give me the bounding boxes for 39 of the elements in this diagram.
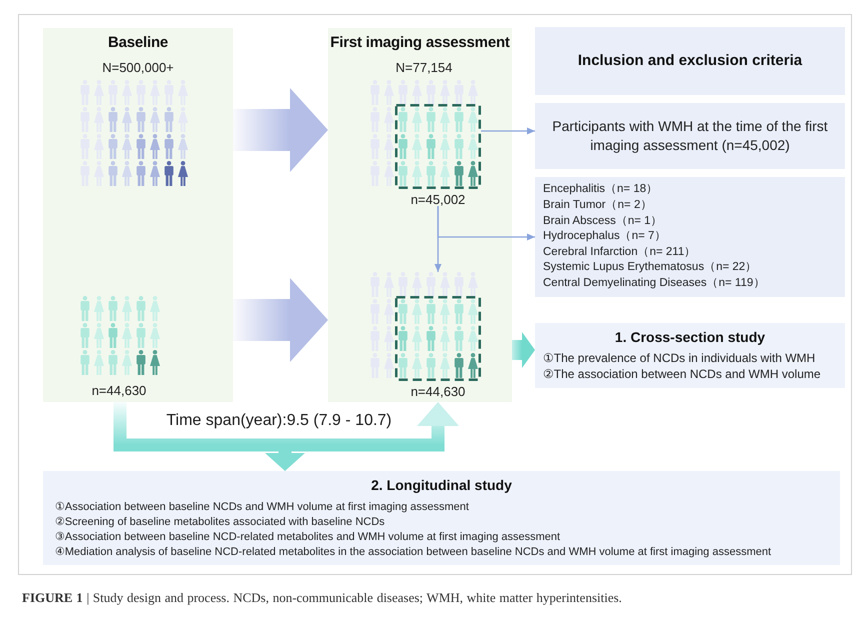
exclusion-list-panel — [535, 177, 845, 297]
sample-size-label: n=44,630 — [410, 384, 466, 399]
arrow — [481, 128, 535, 134]
criteria-text: Participants with WMH at the time of the first imaging assessment (n=45,002) — [551, 117, 829, 155]
criteria-panel — [535, 103, 845, 169]
stage-panel — [328, 28, 512, 402]
block-arrow — [512, 332, 535, 368]
block-arrow — [285, 402, 459, 452]
connector-line — [114, 402, 285, 452]
sample-size-label: N=500,000+ — [102, 60, 174, 75]
block-arrow — [233, 278, 328, 362]
sample-size-label: n=44,630 — [92, 383, 146, 398]
arrow — [437, 206, 535, 240]
section-heading: 2. Longitudinal study — [371, 477, 512, 494]
study-panel — [535, 323, 845, 388]
sample-size-label: n=45,002 — [410, 192, 466, 207]
block-arrow — [265, 452, 305, 471]
exclusion-item: Central Demyelinating Diseases（n= 119） — [543, 276, 766, 291]
figure-caption: FIGURE 1 | Study design and process. NCDs, non-communicable diseases; WMH, white matter hyperintensities. — [22, 590, 622, 606]
panel-title: First imaging assessment — [330, 34, 510, 52]
exclusion-item: Cerebral Infarction（n= 211） — [543, 244, 696, 260]
section-heading: 1. Cross-section study — [614, 329, 766, 347]
exclusion-item: Brain Tumor（n= 2） — [543, 198, 652, 214]
study-panel — [43, 471, 840, 565]
block-arrow — [233, 88, 328, 172]
study-aim-item: ②The association between NCDs and WMH volume — [543, 366, 821, 382]
exclusion-item: Systemic Lupus Erythematosus（n= 22） — [543, 260, 758, 276]
study-aim-item: ②Screening of baseline metabolites associated with baseline NCDs — [55, 514, 385, 530]
exclusion-item: Brain Abscess（n= 1） — [543, 214, 663, 229]
sample-size-label: N=77,154 — [396, 60, 452, 75]
study-aim-item: ③Association between baseline NCD-related metabolites and WMH volume at first imaging assessment — [55, 530, 560, 544]
exclusion-item: Hydrocephalus（n= 7） — [543, 229, 666, 244]
section-heading: Inclusion and exclusion criteria — [578, 52, 802, 70]
study-aim-item: ①The prevalence of NCDs in individuals with WMH — [543, 350, 816, 366]
study-aim-item: ①Association between baseline NCDs and WMH volume at first imaging assessment — [55, 500, 469, 514]
study-aim-item: ④Mediation analysis of baseline NCD-related metabolites in the association between baseline NCDs and WMH volume at first imaging assessment — [55, 544, 772, 560]
stage-panel — [43, 28, 233, 402]
exclusion-item: Encephalitis（n= 18） — [543, 182, 658, 198]
panel-title: Baseline — [108, 34, 168, 52]
